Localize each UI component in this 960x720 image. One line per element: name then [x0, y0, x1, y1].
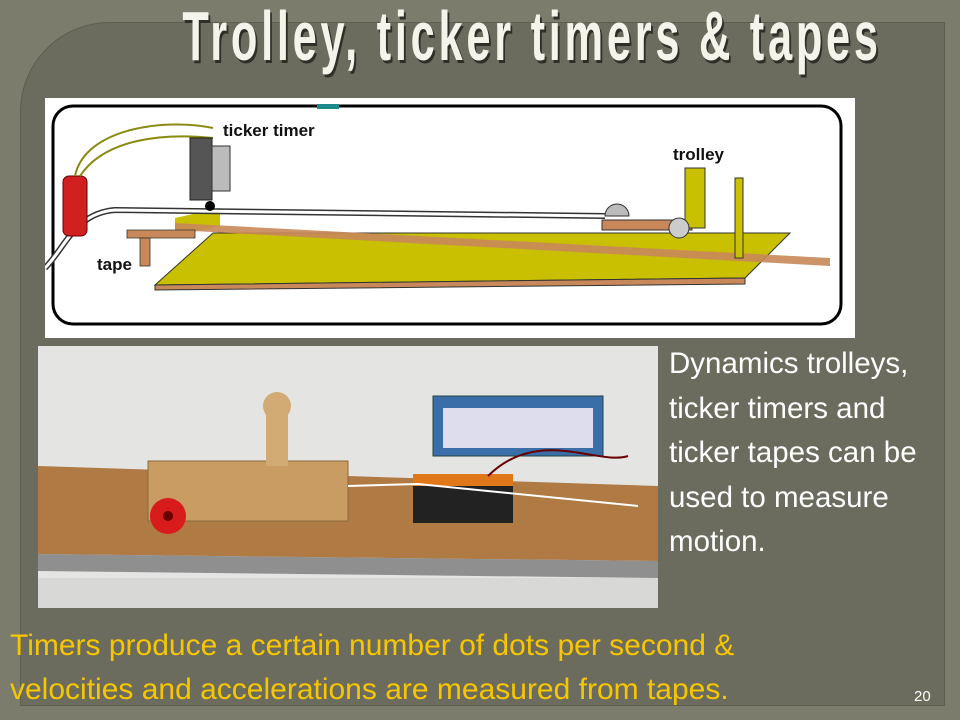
bottom-caption: Timers produce a certain number of dots … — [10, 624, 940, 712]
ticker-timer-photo — [413, 481, 513, 523]
side-description: Dynamics trolleys, ticker timers and tic… — [669, 347, 917, 558]
page-number: 20 — [914, 688, 931, 705]
label-tape: tape — [97, 255, 132, 274]
battery-icon — [62, 175, 88, 237]
label-ticker-timer: ticker timer — [223, 121, 315, 140]
caption-line-1: Timers produce a certain number of dots … — [10, 629, 735, 662]
caption-line-2: velocities and accelerations are measure… — [10, 673, 729, 706]
label-trolley: trolley — [673, 145, 725, 164]
slide-title: Trolley, ticker timers & tapes — [182, 0, 882, 75]
apparatus-photo — [38, 346, 658, 608]
apparatus-diagram: ticker timer trolley tape — [45, 98, 855, 338]
